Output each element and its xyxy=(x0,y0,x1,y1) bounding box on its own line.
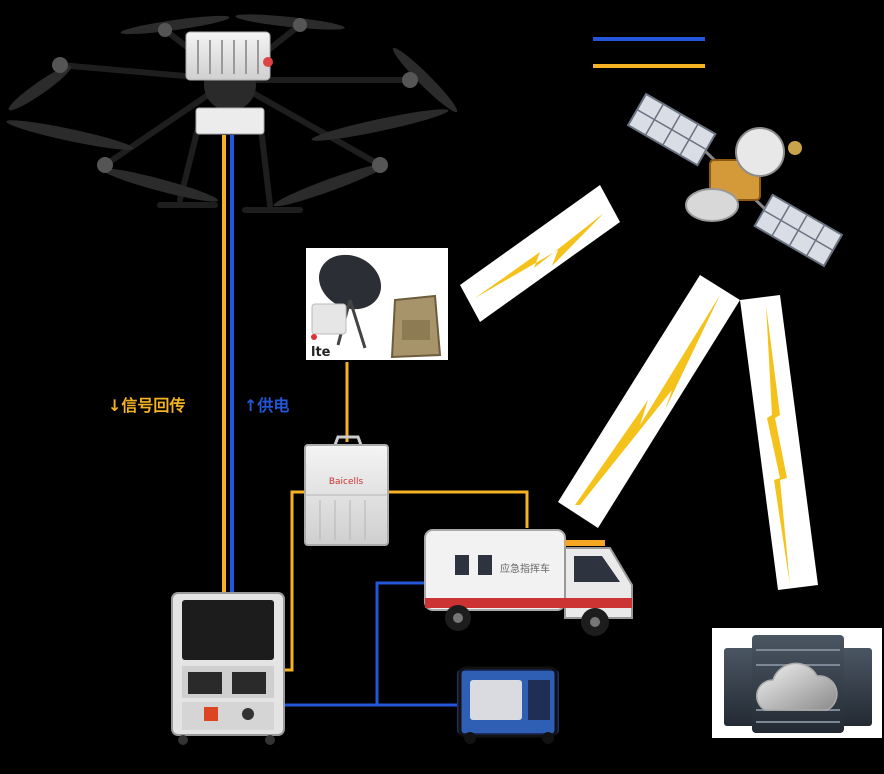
vehicle-body-text: 应急指挥车 xyxy=(500,562,550,575)
drone-icon xyxy=(6,14,458,213)
power-supply-label: ↑供电 xyxy=(244,396,290,415)
cloud-server-icon xyxy=(712,628,882,738)
command-vehicle-icon: 应急指挥车 xyxy=(424,529,633,636)
portable-lte-terminal-icon: lte xyxy=(306,248,448,360)
basestation-to-vehicle-line xyxy=(388,490,529,528)
base-station-icon: Baicells xyxy=(304,435,389,546)
generator-to-vehicle-power-line xyxy=(375,581,424,705)
wireless-link-satellite-lte xyxy=(460,185,620,322)
lte-logo-text: lte xyxy=(311,345,331,360)
base-station-brand-text: Baicells xyxy=(329,477,364,487)
basestation-to-ground-line xyxy=(280,490,305,672)
generator-icon xyxy=(457,666,559,744)
connections xyxy=(222,135,529,707)
wireless-link-satellite-cloud xyxy=(740,295,818,590)
wireless-link-satellite-vehicle xyxy=(558,275,740,528)
satellite-icon xyxy=(626,92,844,268)
tether-ground-station-icon xyxy=(171,592,285,745)
signal-return-label: ↓信号回传 xyxy=(108,396,186,415)
